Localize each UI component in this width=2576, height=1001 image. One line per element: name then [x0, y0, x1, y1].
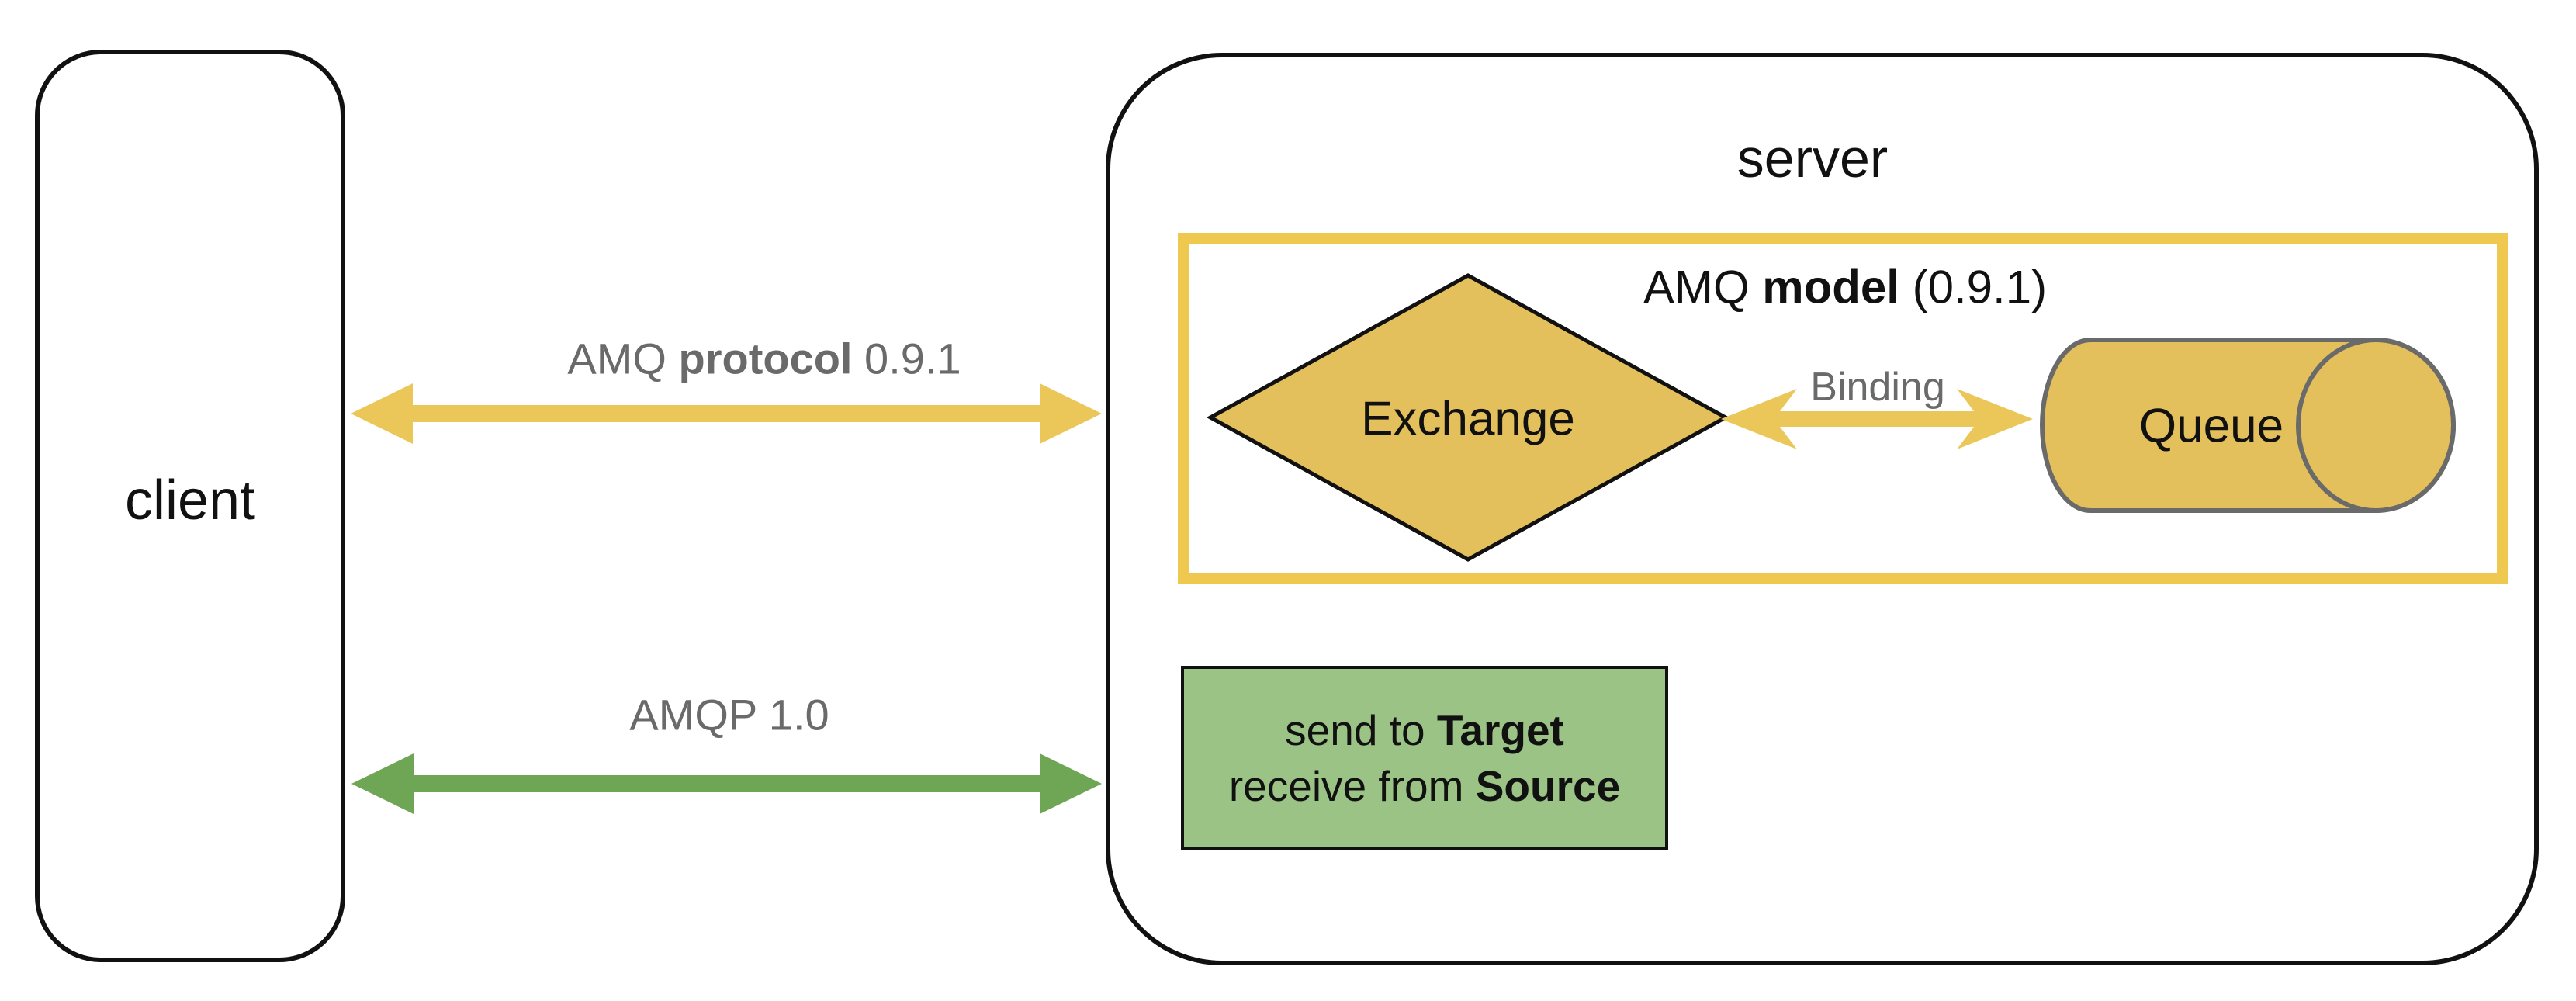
queue-label: Queue — [2138, 399, 2284, 453]
exchange-diamond — [1206, 273, 1730, 562]
amq-protocol-label-suffix: 0.9.1 — [852, 334, 961, 383]
policy-line-send: send to Target — [1285, 702, 1564, 758]
policy-receive-bold: Source — [1475, 762, 1621, 810]
amq-model-box — [1178, 233, 2508, 584]
amq-model-label-suffix: (0.9.1) — [1899, 261, 2048, 313]
amq-model-label-bold: model — [1762, 261, 1899, 313]
client-box — [35, 50, 345, 962]
policy-send-prefix: send to — [1285, 706, 1437, 754]
policy-box: send to Target receive from Source — [1181, 666, 1668, 850]
queue-cylinder-cap — [2296, 338, 2456, 513]
client-label: client — [124, 469, 256, 532]
amq-protocol-label-bold: protocol — [678, 334, 853, 383]
policy-send-bold: Target — [1436, 706, 1564, 754]
server-label: server — [1736, 128, 1889, 189]
amq-protocol-arrow-label: AMQ protocol 0.9.1 — [567, 334, 961, 384]
amqp-arrow-label: AMQP 1.0 — [629, 690, 829, 739]
exchange-label: Exchange — [1361, 392, 1575, 446]
binding-arrow — [1721, 389, 2033, 449]
amq-protocol-label-prefix: AMQ — [567, 334, 679, 383]
amqp-arrow — [351, 753, 1102, 814]
amq-protocol-arrow — [351, 383, 1102, 444]
policy-receive-prefix: receive from — [1228, 762, 1476, 810]
policy-line-receive: receive from Source — [1229, 758, 1620, 814]
amq-model-label-prefix: AMQ — [1643, 261, 1763, 313]
amq-model-label: AMQ model (0.9.1) — [1643, 261, 2047, 314]
binding-arrow-label: Binding — [1810, 365, 1945, 410]
